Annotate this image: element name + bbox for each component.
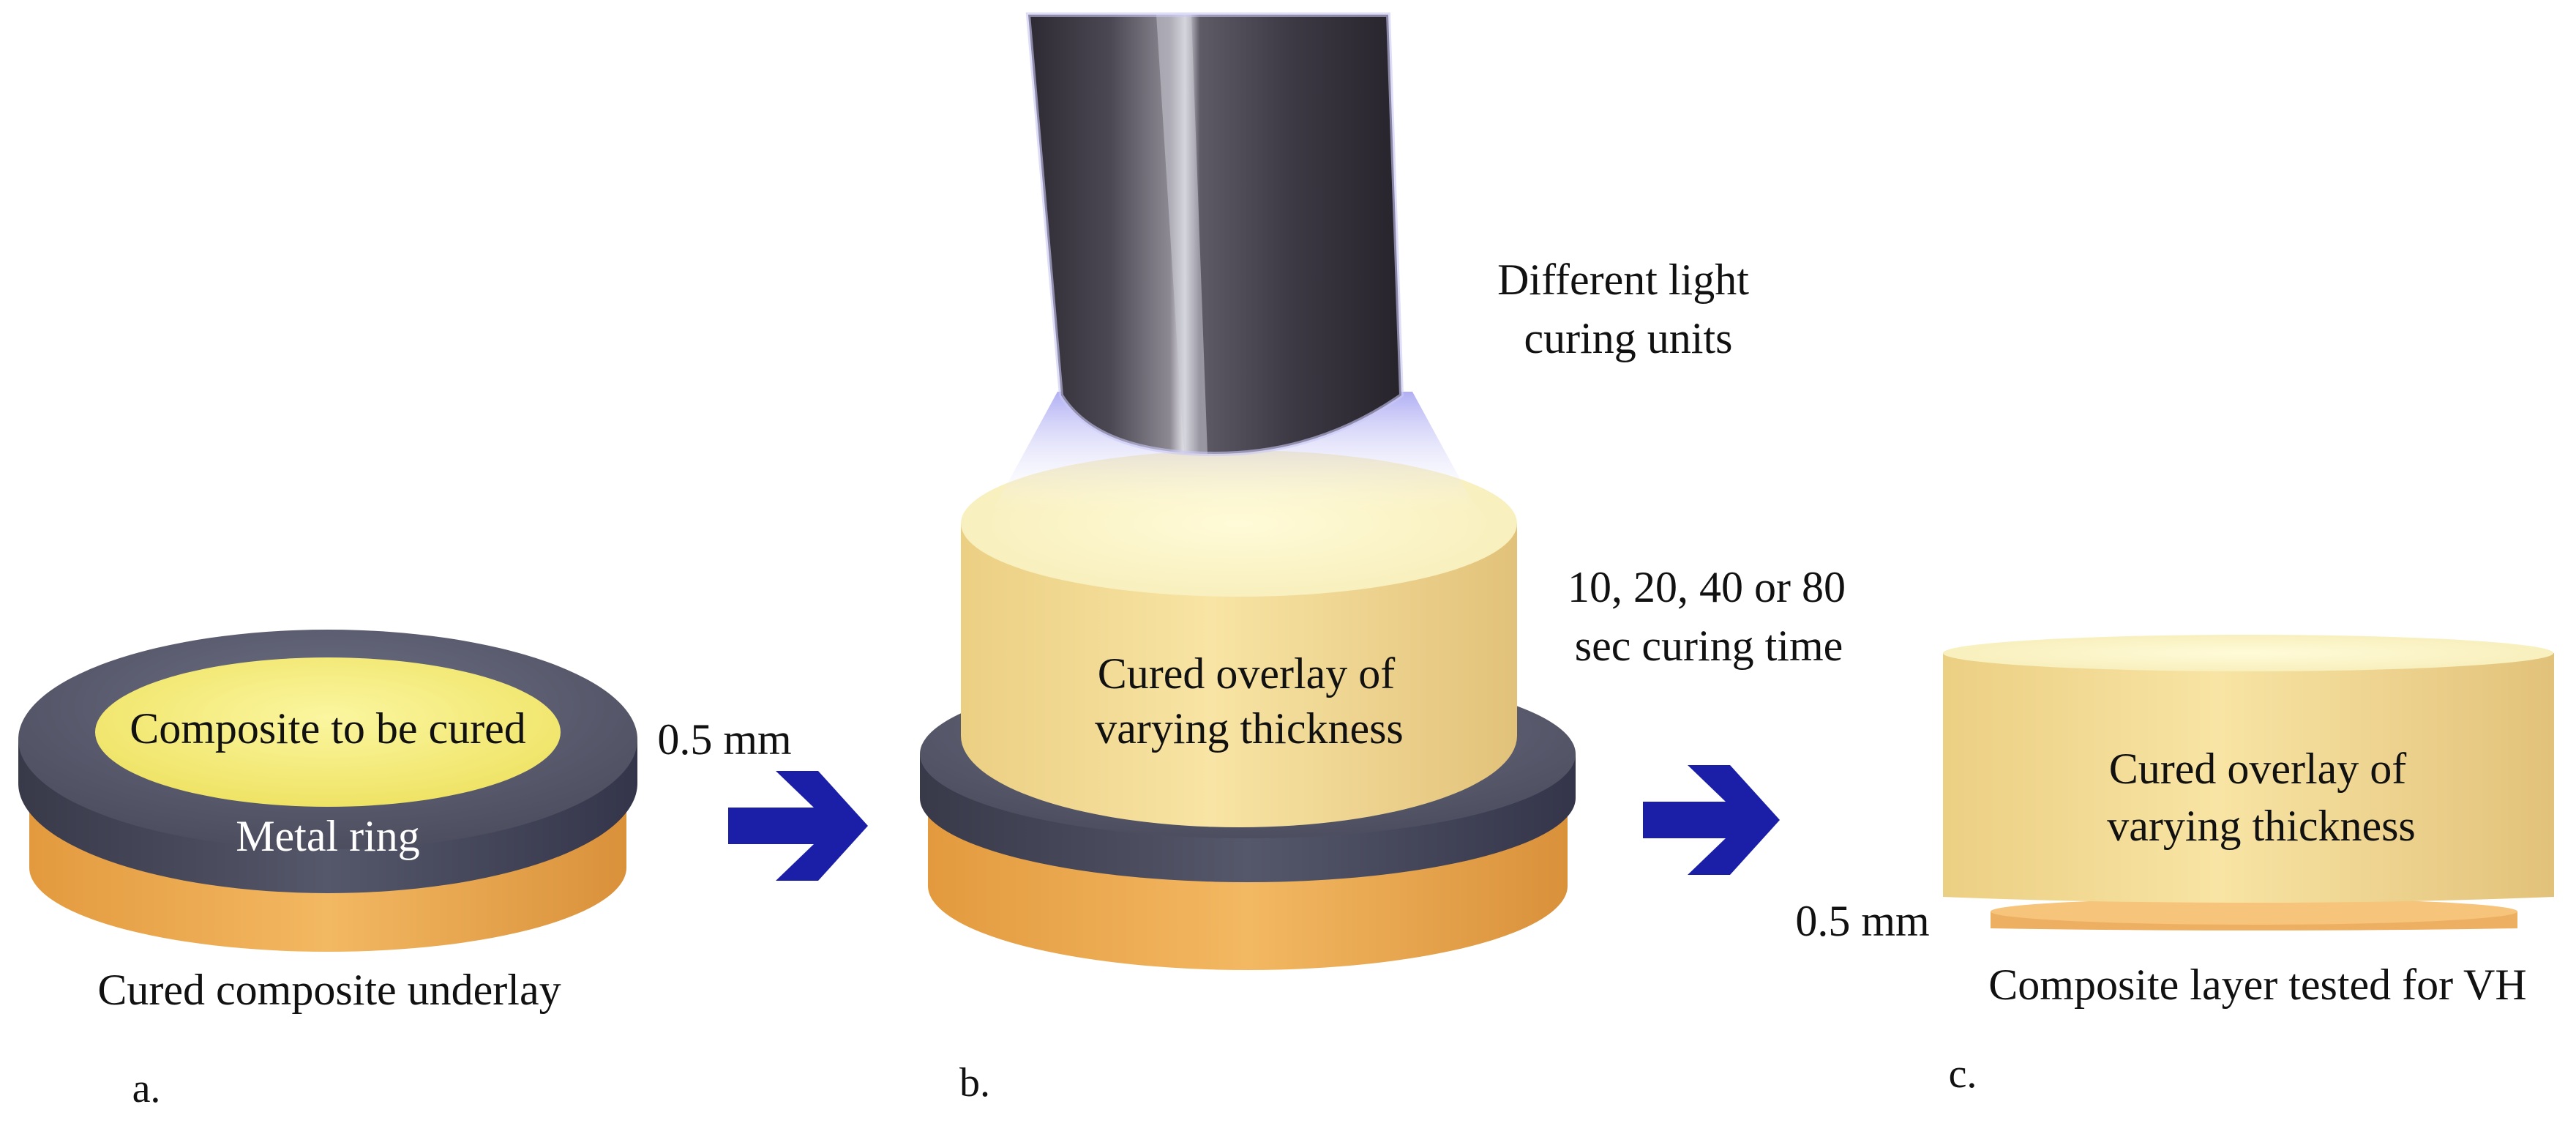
panel-c-caption: Composite layer tested for VH — [1988, 961, 2526, 1009]
right-arrow-icon — [1643, 765, 1780, 875]
overlay-label-line2-b: varying thickness — [1095, 704, 1404, 753]
panel-a-step-label: a. — [132, 1066, 161, 1111]
metal-ring-label: Metal ring — [236, 812, 420, 860]
underlay-thickness-label: 0.5 mm — [657, 715, 791, 764]
light-units-label-line1: Different light — [1497, 256, 1749, 304]
panel-a: Composite to be cured Metal ring 0.5 mm … — [18, 630, 792, 1111]
overlay-label-line2-c: varying thickness — [2107, 802, 2416, 850]
overlay-label-line1-c: Cured overlay of — [2109, 745, 2407, 793]
light-curing-tip-icon — [1025, 12, 1404, 457]
panel-b: Cured overlay of varying thickness Diffe… — [920, 12, 1846, 1106]
layer-thickness-label: 0.5 mm — [1795, 897, 1929, 945]
panel-b-step-label: b. — [959, 1060, 990, 1106]
light-units-label-line2: curing units — [1524, 314, 1733, 362]
panel-a-caption: Cured composite underlay — [97, 966, 561, 1014]
tested-composite-layer — [1991, 898, 2517, 931]
right-arrow-icon — [728, 771, 868, 881]
overlay-label-line1-b: Cured overlay of — [1098, 649, 1396, 698]
panel-c: Cured overlay of varying thickness 0.5 m… — [1795, 635, 2554, 1097]
curing-time-label-line1: 10, 20, 40 or 80 — [1568, 563, 1846, 611]
panel-c-step-label: c. — [1949, 1051, 1977, 1097]
composite-to-be-cured-label: Composite to be cured — [130, 704, 526, 753]
curing-time-label-line2: sec curing time — [1575, 622, 1843, 670]
uncured-composite — [95, 657, 561, 807]
cured-overlay-cylinder-c — [1943, 635, 2554, 903]
